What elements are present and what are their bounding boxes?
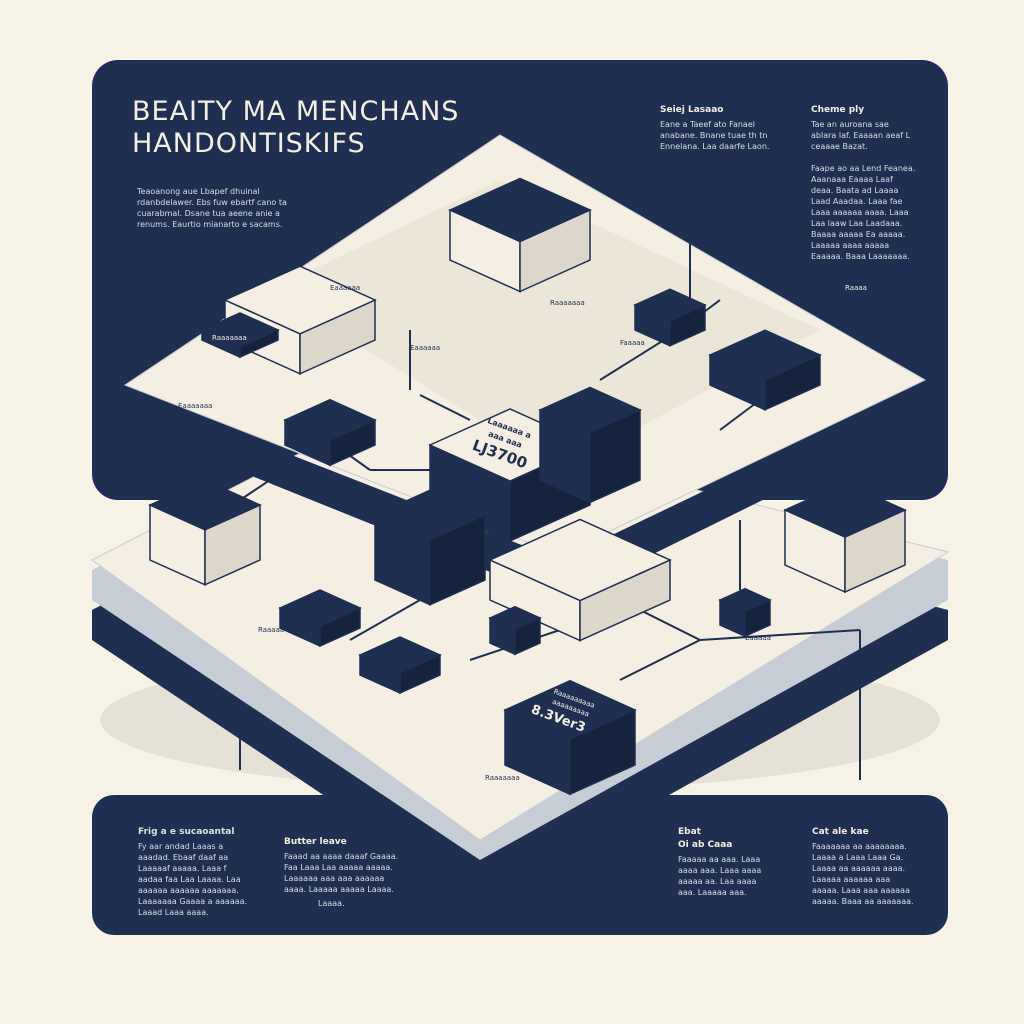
side-label: Faaaaa bbox=[620, 339, 645, 347]
connector-line bbox=[239, 459, 301, 501]
note-text: Fy aar andad Laaas a aaadad. Ebaaf daaf … bbox=[138, 842, 248, 917]
node-top-face bbox=[200, 312, 280, 348]
node-top-face bbox=[148, 479, 262, 531]
note-heading: Ebat bbox=[678, 827, 701, 837]
connector-line bbox=[619, 639, 701, 681]
note-text: Faaad aa aaaa daaaf Gaaaa. Faa Laaa Laa … bbox=[284, 852, 399, 894]
node-top-face bbox=[283, 398, 377, 442]
node-box bbox=[278, 589, 362, 648]
node-box bbox=[448, 177, 592, 293]
side-label: Eaaaaaa bbox=[410, 344, 440, 352]
node-box bbox=[708, 329, 822, 411]
side-label: Eaaaaaaa bbox=[178, 402, 212, 410]
side-label: Eaaaaaa bbox=[330, 284, 360, 292]
monitor-left-label: Raaaaaaa bbox=[212, 334, 247, 342]
note-text: Eane a Taeef ato Fanael anabane. Bnane t… bbox=[660, 120, 770, 151]
bottom-note: Butter leave Faaad aa aaaa daaaf Gaaaa. … bbox=[284, 836, 409, 909]
connector-line bbox=[699, 629, 861, 641]
note-footer: Laaaa. bbox=[318, 899, 345, 908]
connector-line bbox=[349, 599, 421, 641]
node-top-face bbox=[488, 518, 672, 602]
title-line1: BEAITY MA MENCHANS bbox=[132, 96, 460, 127]
top-server-label: Raaaaaaa bbox=[550, 299, 585, 307]
node-top-face bbox=[633, 288, 707, 322]
node-top-face bbox=[783, 482, 907, 538]
note-heading: Cat ale kae bbox=[812, 827, 869, 837]
node-top-face bbox=[373, 489, 487, 541]
connector-line bbox=[689, 204, 711, 216]
intro-text: Teaoanong aue Lbapef dhuinal rdanbdelawe… bbox=[137, 187, 287, 229]
page-title: BEAITY MA MENCHANS HANDONTISKIFS bbox=[132, 96, 459, 160]
lower-label: Raaaaaaaaa aaaaaaaaa 8.3Ver3 bbox=[529, 688, 596, 736]
node-top-face bbox=[718, 587, 772, 613]
node-box bbox=[283, 398, 377, 467]
node-box bbox=[358, 636, 442, 695]
node-top-face bbox=[278, 589, 362, 627]
upper-platform-inner bbox=[270, 180, 820, 470]
node-top-face bbox=[358, 636, 442, 674]
top-note: Seiej Lasaao Eane a Taeef ato Fanael ana… bbox=[660, 104, 770, 152]
title-line2: HANDONTISKIFS bbox=[132, 128, 366, 159]
side-label: Raaaaa bbox=[258, 626, 284, 634]
node-top-face bbox=[488, 605, 542, 631]
top-note: Cheme ply Tae an auroana sae ablara laf.… bbox=[811, 104, 916, 262]
note-text: Faaaaa aa aaa. Laaa aaaa aaa. Laaa aaaa … bbox=[678, 855, 762, 897]
node-top-face bbox=[538, 386, 642, 434]
connector-line bbox=[769, 239, 791, 246]
note-text: Faaaaaaa aa aaaaaaaa. Laaaa a Laaa Laaa … bbox=[812, 842, 914, 906]
node-box bbox=[503, 679, 637, 796]
note-heading: Seiej Lasaao bbox=[660, 105, 724, 115]
connector-line bbox=[419, 394, 471, 421]
bottom-note: Frig a e sucaoantal Fy aar andad Laaas a… bbox=[138, 826, 248, 918]
note-text: Faape ao aa Lend Feanea. Aaanaaa Eaaaa L… bbox=[811, 164, 916, 261]
node-top-face bbox=[223, 265, 377, 335]
node-box bbox=[488, 605, 542, 656]
note-text: Tae an auroana sae ablara laf. Eaaaan ae… bbox=[811, 120, 911, 151]
nodes bbox=[148, 177, 907, 796]
node-box bbox=[783, 482, 907, 594]
note-heading: Cheme ply bbox=[811, 105, 865, 115]
node-top-face bbox=[708, 329, 822, 381]
node-box bbox=[633, 288, 707, 347]
side-label: Eaaaaa bbox=[745, 634, 771, 642]
node-box bbox=[538, 386, 642, 504]
side-label: Raaaa bbox=[845, 284, 867, 292]
node-box bbox=[373, 489, 487, 606]
note-heading: Butter leave bbox=[284, 837, 347, 847]
side-label: Raaaaaaa bbox=[485, 774, 520, 782]
node-top-face bbox=[448, 177, 592, 243]
bottom-note: Cat ale kae Faaaaaaa aa aaaaaaaa. Laaaa … bbox=[812, 826, 917, 907]
note-subheading: Oi ab Caaa bbox=[678, 840, 733, 850]
node-box bbox=[718, 587, 772, 638]
node-top-face bbox=[503, 679, 637, 741]
note-heading: Frig a e sucaoantal bbox=[138, 827, 235, 837]
bottom-note: Ebat Oi ab Caaa Faaaaa aa aaa. Laaa aaaa… bbox=[678, 826, 768, 898]
node-box bbox=[148, 479, 262, 586]
node-box bbox=[200, 312, 280, 359]
node-box bbox=[488, 518, 672, 642]
